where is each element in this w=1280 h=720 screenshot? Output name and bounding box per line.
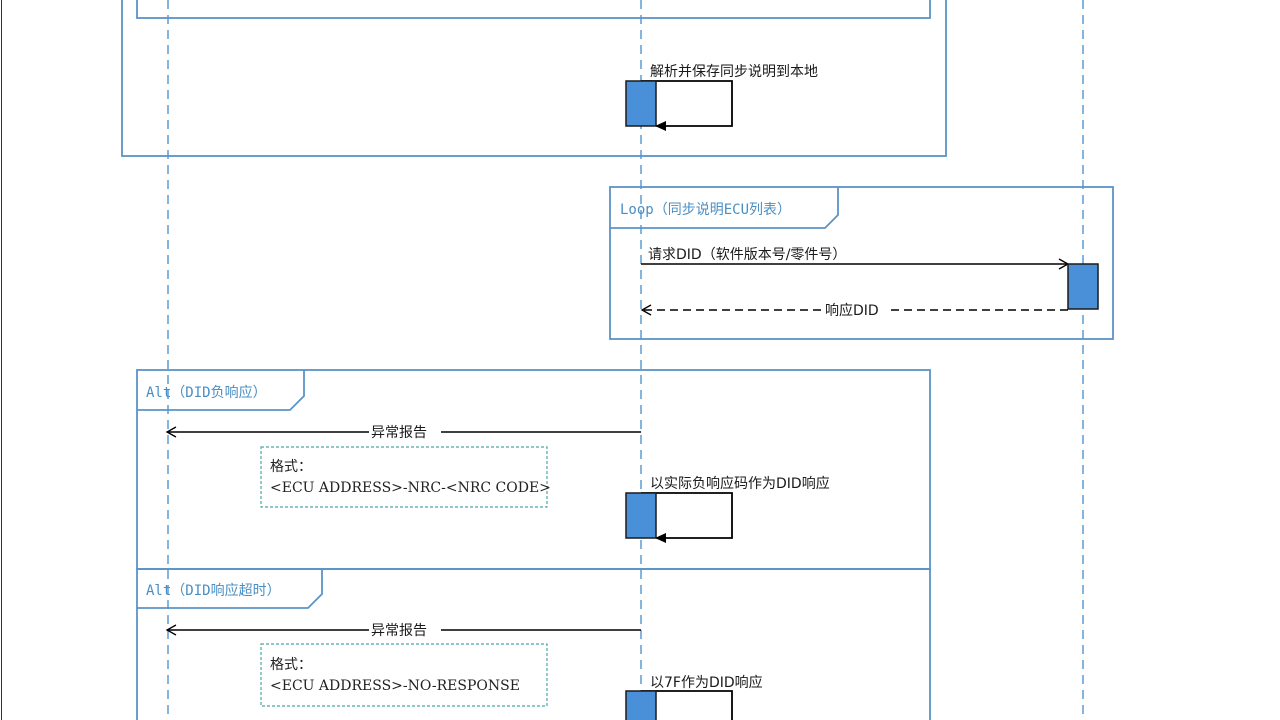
note-nrc-line1: 格式： bbox=[270, 459, 312, 475]
alt-frame-negative-tab bbox=[137, 370, 305, 411]
self-arrow-7f bbox=[641, 690, 733, 720]
self-arrow-actual-nrc bbox=[641, 492, 733, 543]
alt-frame-timeout bbox=[136, 568, 931, 720]
self-arrow-parse-save bbox=[641, 80, 733, 131]
message-exception-report-2: 异常报告 bbox=[371, 623, 427, 639]
note-no-response bbox=[260, 643, 548, 707]
loop-frame bbox=[609, 186, 1114, 340]
activation-box-3 bbox=[625, 690, 657, 720]
alt-frame-negative-label: Alt（DID负响应） bbox=[146, 384, 267, 401]
inner-frame-top bbox=[136, 0, 931, 19]
activation-box-2 bbox=[625, 492, 657, 539]
activation-box-right bbox=[1067, 263, 1099, 310]
alt-frame-timeout-tab bbox=[137, 569, 323, 609]
activation-box-1 bbox=[625, 80, 657, 127]
note-nrc bbox=[260, 446, 548, 508]
alt-frame-timeout-label: Alt（DID响应超时） bbox=[146, 582, 281, 599]
message-7f-as-response: 以7F作为DID响应 bbox=[650, 674, 763, 691]
message-parse-save: 解析并保存同步说明到本地 bbox=[650, 64, 818, 80]
response-did-label-bg bbox=[824, 300, 886, 318]
note-no-response-line1: 格式： bbox=[270, 657, 312, 673]
message-request-did: 请求DID（软件版本号/零件号） bbox=[648, 247, 846, 263]
loop-frame-tab bbox=[610, 187, 839, 229]
exception-report-2-label-bg bbox=[369, 620, 441, 638]
message-response-did: 响应DID bbox=[825, 302, 879, 319]
message-exception-report-1: 异常报告 bbox=[371, 425, 427, 441]
outer-frame-top bbox=[121, 0, 947, 157]
loop-frame-label: Loop（同步说明ECU列表） bbox=[620, 202, 791, 218]
note-no-response-line2: <ECU ADDRESS>-NO-RESPONSE bbox=[270, 678, 520, 694]
exception-report-1-label-bg bbox=[369, 422, 441, 440]
message-actual-nrc-as-response: 以实际负响应码作为DID响应 bbox=[650, 475, 830, 492]
note-nrc-line2: <ECU ADDRESS>-NRC-<NRC CODE> bbox=[270, 480, 551, 496]
